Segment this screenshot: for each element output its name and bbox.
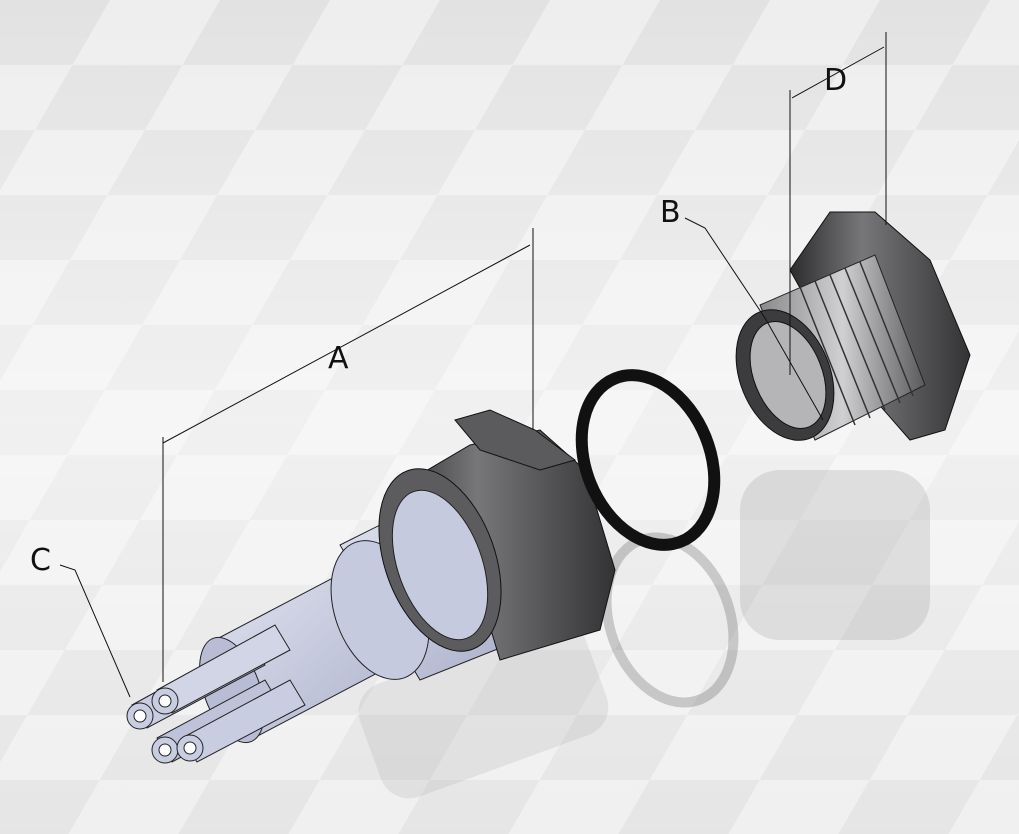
o-ring (575, 369, 721, 551)
dimension-lines (59, 32, 887, 698)
threaded-fitting (735, 211, 971, 441)
dimension-label-b: B (660, 195, 681, 230)
floor-reflections (358, 470, 930, 799)
dimension-label-a: A (328, 341, 349, 376)
dimension-label-c: C (30, 543, 51, 578)
compression-nut (378, 409, 616, 661)
cable-tubes (126, 624, 306, 764)
tube-end-icon (126, 687, 204, 764)
dimension-label-d: D (824, 63, 847, 98)
